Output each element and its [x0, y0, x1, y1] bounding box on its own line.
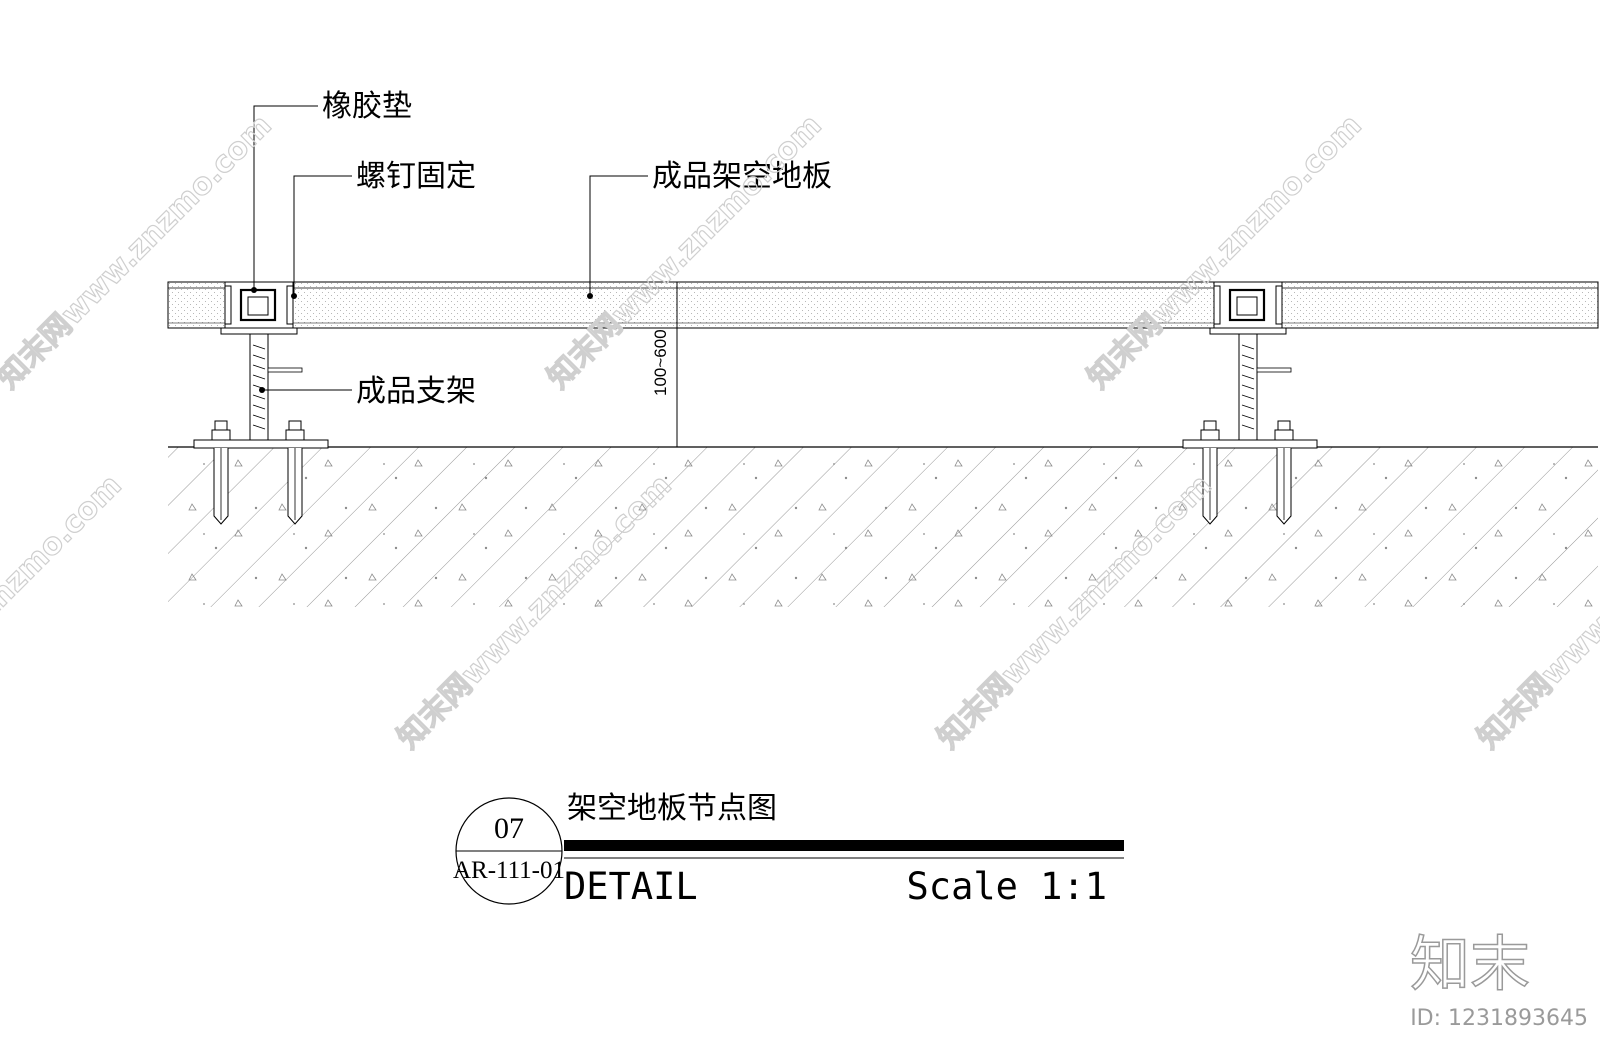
watermark-2: 知末网www.znzmo.com: [541, 108, 829, 396]
detail-number: 07: [494, 812, 524, 845]
sheet-number: AR-111-01: [453, 857, 565, 884]
image-id: ID: 1231893645: [1410, 1006, 1588, 1031]
detail-title: 架空地板节点图: [567, 791, 777, 826]
watermark-3: 知末网www.znzmo.com: [1081, 108, 1369, 396]
watermark-1: 知末网www.znzmo.com: [0, 108, 279, 396]
pedestal-left: [193, 281, 329, 525]
detail-label: DETAIL: [564, 865, 698, 908]
watermarks: 知末网www.znzmo.com 知末网www.znzmo.com 知末网www…: [0, 107, 1600, 756]
pedestal-right: [1182, 281, 1318, 525]
dimension-text: 100~600: [651, 329, 670, 396]
concrete-slab: [168, 446, 1598, 607]
height-dimension: 100~600: [651, 282, 678, 447]
title-block: 07 AR-111-01 架空地板节点图 DETAIL Scale 1:1: [453, 791, 1124, 908]
watermark-7: 知末网www.znzmo.com: [0, 468, 129, 756]
leader-lines: [253, 105, 648, 391]
leader-dots: [251, 287, 593, 393]
label-raised-floor: 成品架空地板: [652, 159, 832, 194]
brand-logo: 知末: [1410, 930, 1530, 1000]
label-screw-fix: 螺钉固定: [356, 159, 476, 194]
label-rubber-pad: 橡胶垫: [322, 89, 412, 124]
scale-label: Scale 1:1: [907, 865, 1107, 908]
raised-floor-board: [167, 281, 1599, 329]
label-support: 成品支架: [356, 374, 476, 409]
title-underline-bar: [564, 840, 1124, 851]
